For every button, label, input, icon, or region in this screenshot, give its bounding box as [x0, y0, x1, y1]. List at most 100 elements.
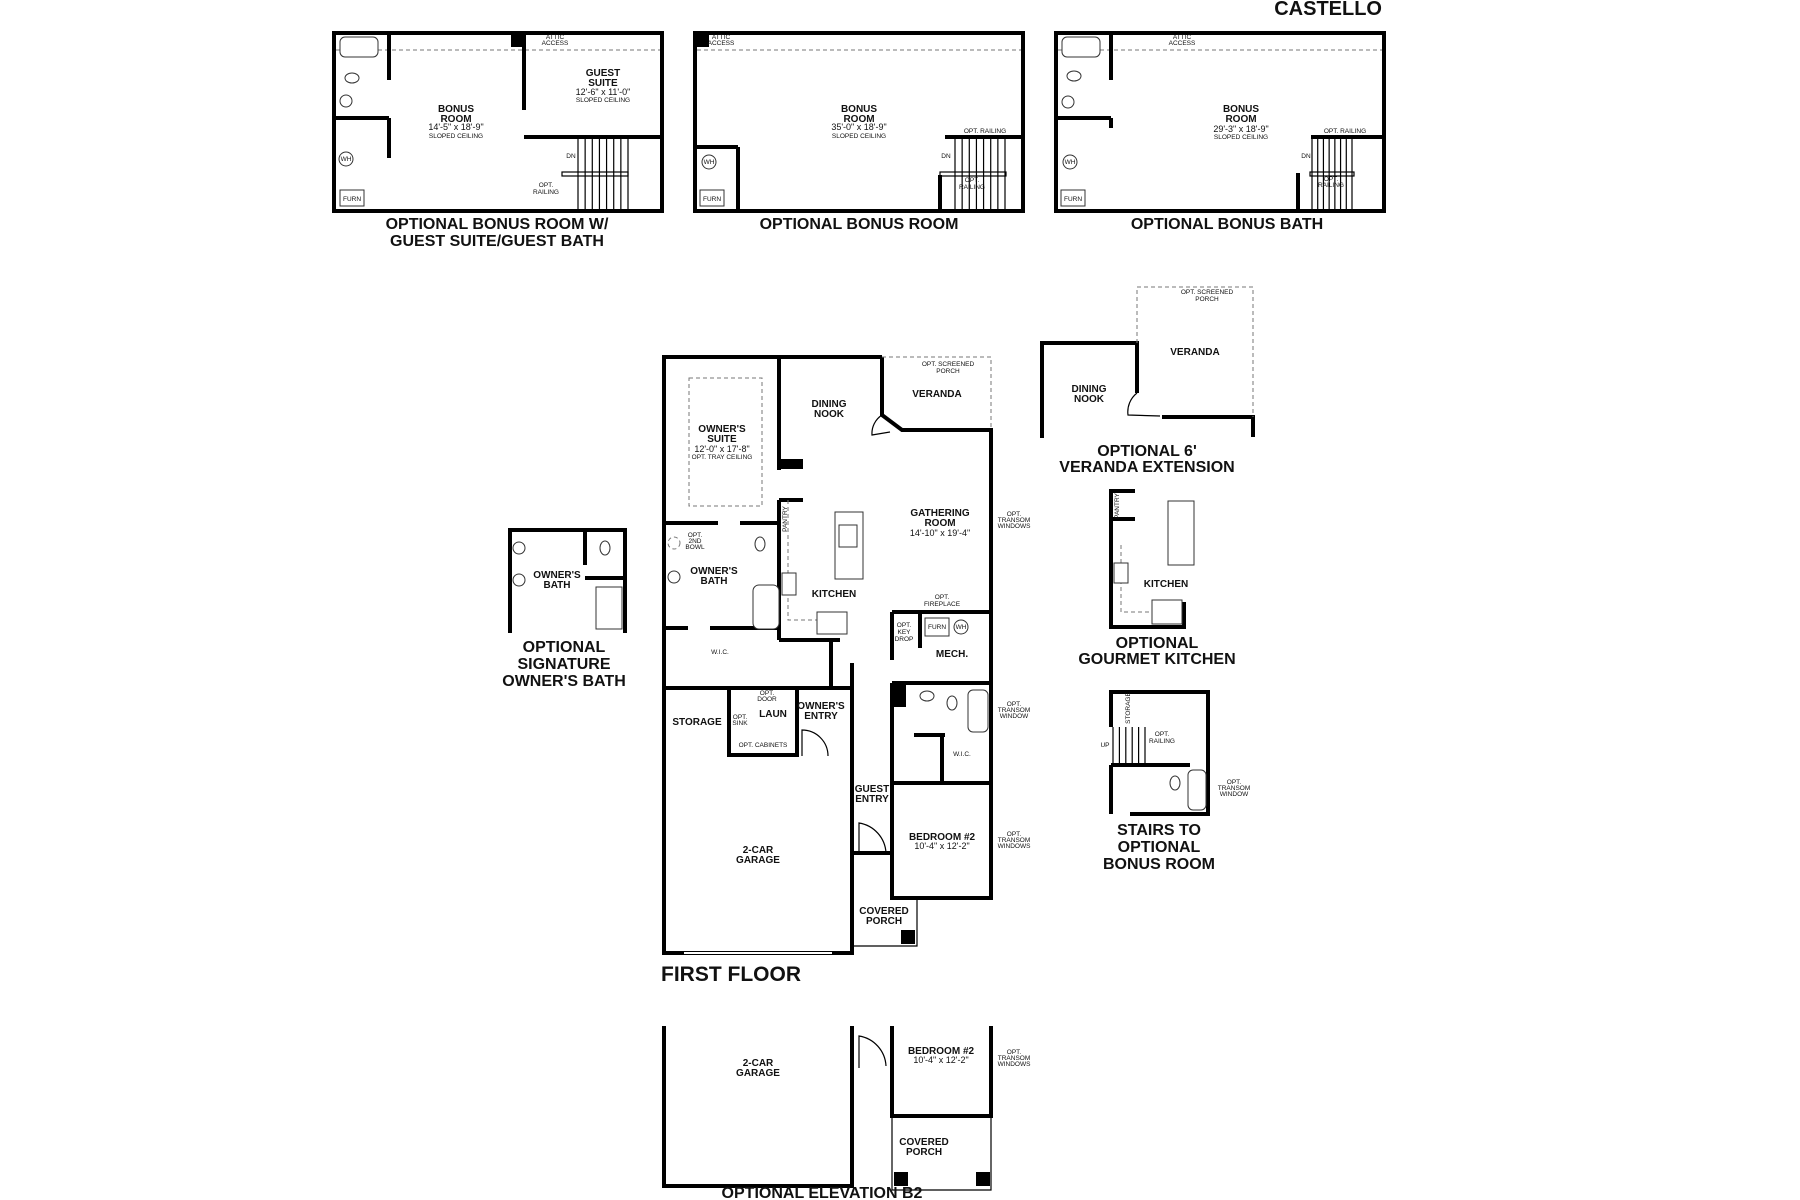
- caption: GOURMET KITCHEN: [1078, 651, 1235, 668]
- room-label: STORAGE: [1125, 692, 1132, 724]
- room-label: BATH: [700, 576, 727, 587]
- room-label: BATH: [543, 580, 570, 591]
- room-note: SLOPED CEILING: [429, 133, 483, 140]
- window-note: TRANSOM: [1218, 785, 1251, 792]
- bathtub-icon: [339, 36, 379, 58]
- sink-icon: [816, 611, 848, 635]
- door-swing: [871, 414, 891, 436]
- exterior-wall: [1162, 415, 1255, 437]
- bathtub-icon: [1187, 769, 1207, 811]
- room-note: SINK: [732, 720, 748, 727]
- room-label: GARAGE: [736, 855, 780, 866]
- room-label: SUITE: [588, 78, 618, 89]
- sink-icon: [919, 690, 935, 702]
- room-label: OWNER'S: [533, 570, 581, 581]
- window-note: OPT.: [1007, 701, 1022, 708]
- caption: STAIRS TO: [1117, 822, 1201, 839]
- room-label: OWNER'S: [698, 424, 746, 435]
- room-label: GUEST: [855, 784, 889, 795]
- room-dims: 12'-0" x 17'-8": [694, 444, 749, 454]
- window-note: TRANSOM: [998, 1055, 1031, 1062]
- plan-title: CASTELLO: [1274, 0, 1382, 20]
- railing: [561, 171, 629, 177]
- door-swing: [1127, 392, 1161, 417]
- room-label: NOOK: [814, 409, 845, 420]
- laundry-wall: [727, 686, 799, 757]
- window-note: OPT.: [1007, 511, 1022, 518]
- bonus-bath-plan: WH FURN ATTIC ACCESS BONUS ROOM 29'-3" x…: [1054, 31, 1386, 233]
- room-label: PORCH: [906, 1147, 942, 1158]
- room-label: ROOM: [843, 114, 874, 125]
- bonus-room-plan: WH FURN ATTIC ACCESS BONUS ROOM 35'-0" x…: [693, 31, 1025, 233]
- room-dims: 14'-10" x 19'-4": [910, 528, 970, 538]
- railing-label: RAILING: [1149, 738, 1175, 745]
- room-label: BONUS: [841, 104, 877, 115]
- room-label: ENTRY: [855, 794, 889, 805]
- room-label: KITCHEN: [812, 589, 856, 600]
- window-note: WINDOW: [1000, 713, 1029, 720]
- water-heater-icon: [701, 154, 717, 170]
- railing-label: OPT.: [965, 177, 980, 184]
- elevation-b2-plan: 2-CAR GARAGE BEDROOM #2 10'-4" x 12'-2" …: [662, 1026, 1031, 1200]
- attic-label: ACCESS: [542, 40, 569, 47]
- attic-label: ATTIC: [712, 34, 731, 41]
- room-note: FIREPLACE: [924, 601, 961, 608]
- room-label: BEDROOM #2: [909, 832, 976, 843]
- exterior-wall: [1040, 341, 1139, 438]
- room-label: COVERED: [899, 1137, 948, 1148]
- room-label: GUEST: [586, 68, 620, 79]
- exterior-wall: [890, 1026, 993, 1118]
- room-label: VERANDA: [1170, 347, 1219, 358]
- wh-label: WH: [956, 624, 967, 631]
- window-note: WINDOWS: [998, 523, 1032, 530]
- water-heater-icon: [1062, 154, 1078, 170]
- railing-label: OPT.: [1155, 731, 1170, 738]
- floor-label: FIRST FLOOR: [661, 963, 801, 986]
- column: [892, 683, 906, 707]
- opt-sink-icon: [667, 536, 681, 550]
- railing: [939, 171, 1007, 177]
- caption: SIGNATURE: [517, 656, 610, 673]
- room-label: LAUN: [759, 709, 787, 720]
- porch-outline: [891, 1116, 992, 1191]
- room-note: DROP: [895, 636, 914, 643]
- railing-label: OPT. RAILING: [964, 128, 1006, 135]
- room-label: COVERED: [859, 906, 908, 917]
- exterior-wall: [1054, 31, 1386, 213]
- room-label: OWNER'S: [690, 566, 738, 577]
- exterior-wall: [508, 528, 627, 633]
- caption: OPTIONAL: [1116, 635, 1199, 652]
- up-label: UP: [1100, 742, 1109, 749]
- room-note: OPT.: [760, 690, 775, 697]
- room-label: BEDROOM #2: [908, 1046, 975, 1057]
- furn-label: FURN: [343, 196, 361, 203]
- room-note: OPT. SCREENED: [1181, 289, 1234, 296]
- room-label: PORCH: [866, 916, 902, 927]
- exterior-wall: [662, 1026, 854, 1188]
- staircase: [1112, 727, 1146, 765]
- bathtub-icon: [967, 689, 989, 733]
- first-floor-plan: OWNER'S SUITE 12'-0" x 17'-8" OPT. TRAY …: [661, 355, 1032, 986]
- room-label: STORAGE: [672, 717, 722, 728]
- dn-label: DN: [941, 153, 951, 160]
- attic-label: ACCESS: [1169, 40, 1196, 47]
- room-note: DOOR: [757, 696, 777, 703]
- room-label: 2-CAR: [743, 845, 774, 856]
- toilet-icon: [344, 72, 360, 84]
- room-label: DINING: [1072, 384, 1107, 395]
- room-label: SUITE: [707, 434, 737, 445]
- wh-label: WH: [1065, 159, 1076, 166]
- furn-label: FURN: [703, 196, 721, 203]
- caption: VERANDA EXTENSION: [1059, 459, 1234, 476]
- room-note: SLOPED CEILING: [576, 97, 630, 104]
- room-note: OPT. SCREENED: [922, 361, 975, 368]
- caption: OPTIONAL ELEVATION B2: [722, 1185, 923, 1200]
- room-label: GATHERING: [910, 508, 969, 519]
- column: [511, 35, 524, 47]
- furnace-icon: [699, 189, 725, 207]
- room-label: GARAGE: [736, 1068, 780, 1079]
- room-label: OWNER'S: [797, 701, 845, 712]
- railing-label: OPT.: [539, 182, 554, 189]
- stairs-option-plan: STORAGE OPT. RAILING UP OPT. TRANSOM WIN…: [1100, 690, 1251, 873]
